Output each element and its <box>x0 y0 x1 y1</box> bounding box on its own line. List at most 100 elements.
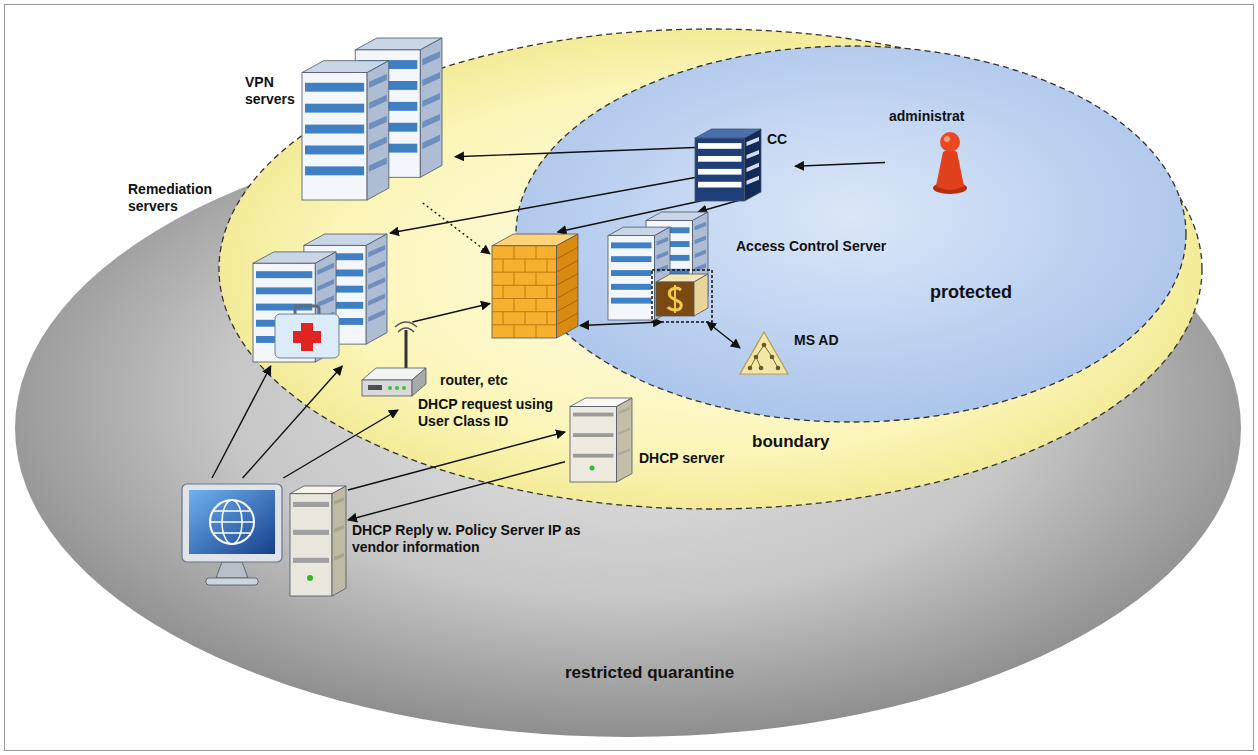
edge-label: DHCP request using User Class ID <box>418 396 570 430</box>
icon-part <box>503 285 504 298</box>
icon-part <box>256 271 312 278</box>
icon-part <box>368 293 385 305</box>
directory-icon: MS AD <box>740 330 850 375</box>
icon-part <box>695 249 707 258</box>
cc-server: CC <box>695 125 795 200</box>
icon-part <box>412 368 426 396</box>
icon-part <box>206 578 258 585</box>
remediation-servers: Remediation servers <box>125 176 390 366</box>
icon-part <box>422 93 440 107</box>
icon-part <box>557 260 579 272</box>
icon-part <box>368 261 385 273</box>
node-label: administrat <box>889 108 964 125</box>
icon-part <box>747 137 760 146</box>
node-label: DHCP server <box>639 450 724 467</box>
icon-part <box>305 146 364 155</box>
icon-part <box>514 325 515 338</box>
icon-part <box>657 251 669 260</box>
frame-border <box>5 5 1254 751</box>
icon-part <box>422 72 440 86</box>
icon-part <box>422 114 440 128</box>
icon-part <box>590 466 595 471</box>
icon-part <box>405 330 408 372</box>
icon-part <box>536 272 537 285</box>
zone-label: restricted quarantine <box>565 663 734 683</box>
dhcp-server: DHCP server <box>565 398 735 483</box>
icon-part <box>747 176 760 185</box>
node-label: CC <box>767 131 787 148</box>
icon-part <box>557 287 579 299</box>
icon-part <box>293 502 329 507</box>
arrow <box>412 304 490 323</box>
text-holder: DHCP server <box>639 450 724 467</box>
icon-part <box>525 312 526 325</box>
icon-part <box>275 314 339 358</box>
arrow <box>580 322 662 326</box>
icon-part <box>368 245 385 257</box>
icon-part <box>940 132 960 152</box>
icon-part <box>698 143 742 149</box>
quarantine-zone: restricted quarantine boundary protected CC… <box>14 118 1242 738</box>
icon-part <box>750 345 778 368</box>
icon-part <box>657 237 669 246</box>
icon-part <box>290 494 332 596</box>
icon-part <box>189 490 275 554</box>
icon-part <box>525 285 526 298</box>
node-label: Remediation servers <box>128 181 238 215</box>
icon-part <box>332 486 346 596</box>
firewall-icon <box>490 232 580 342</box>
icon-part <box>369 95 387 109</box>
arrow <box>707 322 740 348</box>
icon-part <box>503 259 504 272</box>
icon-part <box>611 256 652 262</box>
icon-part <box>747 150 760 159</box>
icon-part <box>547 285 548 298</box>
icon-part <box>557 313 579 325</box>
icon-part <box>776 366 781 371</box>
icon-part <box>698 156 742 162</box>
icon-part <box>694 274 708 316</box>
icon-part <box>362 380 412 396</box>
firewall-icon-icon <box>490 232 580 342</box>
text-holder: MS AD <box>794 332 839 349</box>
zone-label: protected <box>930 282 1012 304</box>
icon-part <box>557 247 579 259</box>
client-pc-icon <box>178 478 348 598</box>
icon-part <box>656 282 694 316</box>
icon-part <box>293 331 321 343</box>
protected-zone: protectedCCadministratAccess Control Ser… <box>515 45 1187 423</box>
access-control-server-icon <box>608 212 908 322</box>
icon-part <box>317 263 334 275</box>
arrow <box>243 366 343 478</box>
icon-part <box>536 325 537 338</box>
text-holder: CC <box>767 131 787 148</box>
icon-part <box>536 246 537 259</box>
zone-label: boundary <box>752 432 829 452</box>
text-holder: VPN servers <box>245 74 300 108</box>
icon-part <box>307 575 313 581</box>
icon-part <box>317 295 334 307</box>
icon-part <box>367 61 389 200</box>
icon-part <box>674 285 676 313</box>
icon-part <box>395 322 417 332</box>
icon-part <box>422 51 440 65</box>
icon-part <box>219 29 1202 509</box>
icon-part <box>619 407 631 414</box>
icon-part <box>617 398 633 482</box>
icon-part <box>657 265 669 274</box>
text-holder: Remediation servers <box>128 181 238 215</box>
icon-part <box>536 299 537 312</box>
vpn-servers-icon <box>240 38 455 203</box>
arrow <box>212 366 271 478</box>
icon-part <box>747 163 760 172</box>
icon-part <box>182 484 282 562</box>
icon-part <box>420 38 442 177</box>
icon-part <box>754 355 759 360</box>
arrow <box>795 163 885 167</box>
icon-part <box>388 386 392 390</box>
icon-part <box>770 355 775 360</box>
icon-part <box>611 270 652 276</box>
icon-part <box>745 129 762 201</box>
text-holder: restricted quarantine <box>565 663 734 683</box>
